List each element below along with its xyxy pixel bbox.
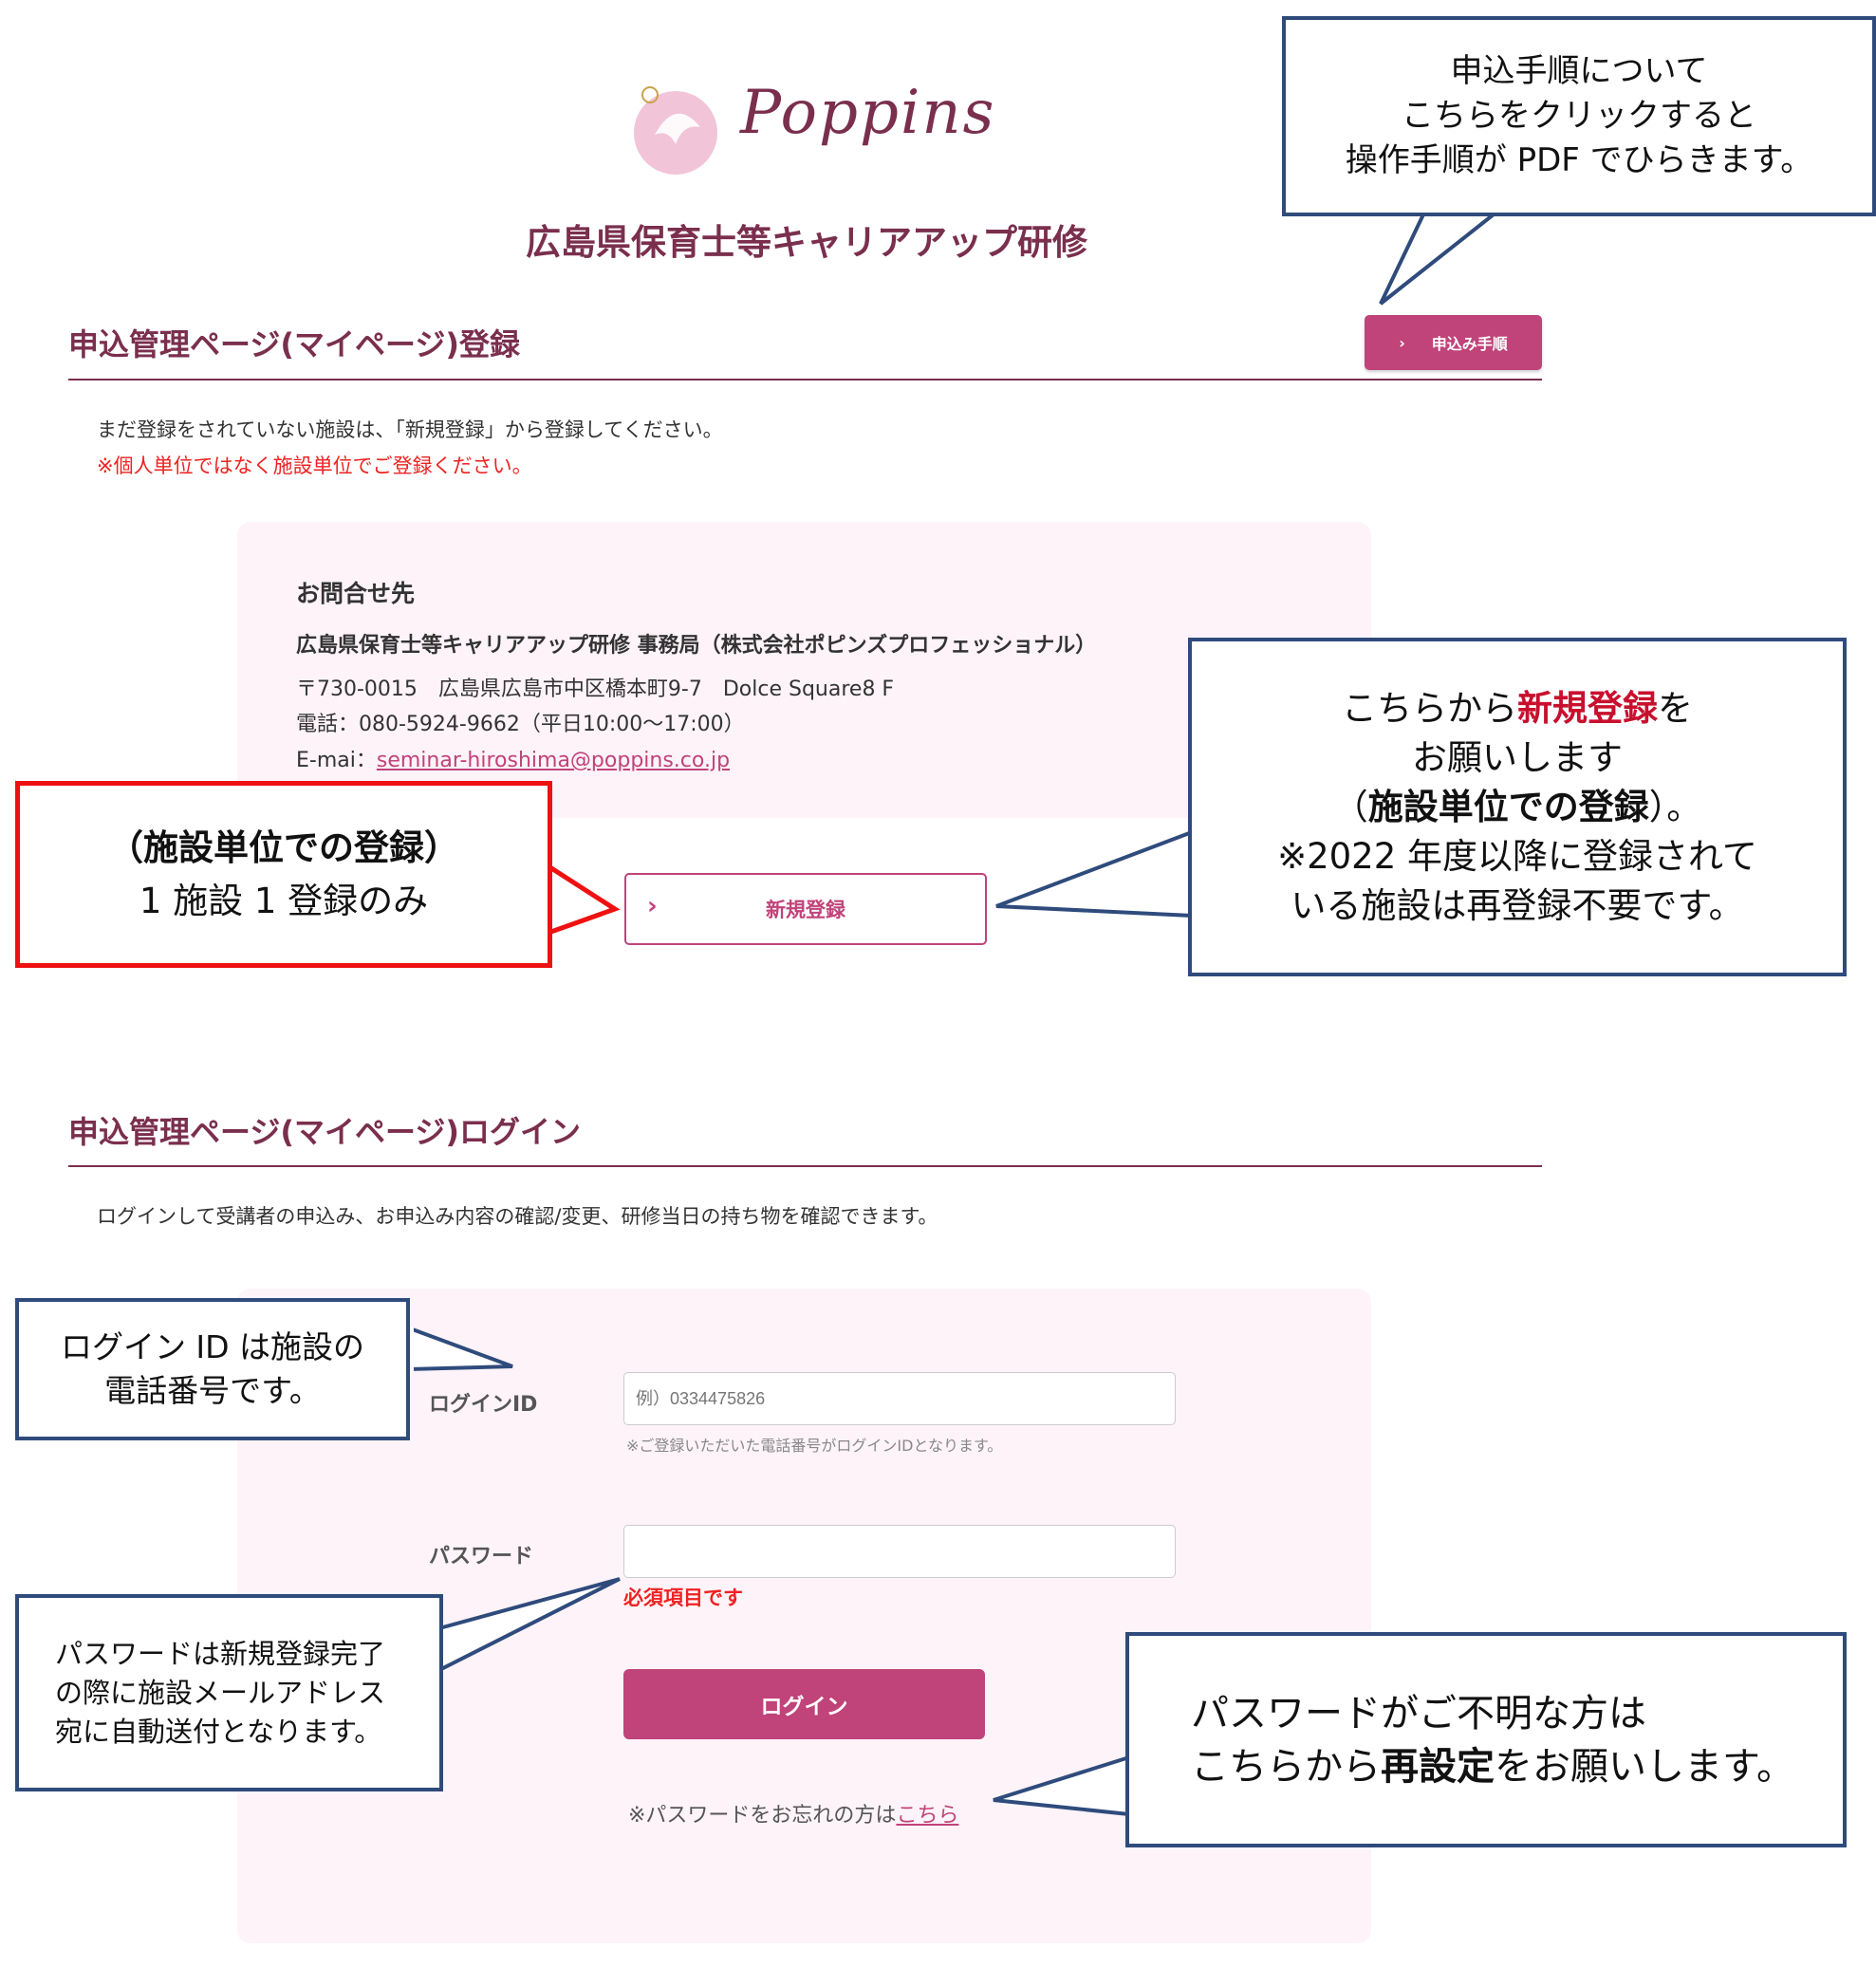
login-note: ログインして受講者の申込み、お申込み内容の確認/変更、研修当日の持ち物を確認でき… [97, 1205, 938, 1228]
reset-callout-line-2: こちらから再設定をお願いします。 [1191, 1740, 1794, 1793]
password-input[interactable] [623, 1525, 1176, 1578]
new-callout-emphasis: 施設単位での登録 [1367, 786, 1649, 827]
password-callout: パスワードは新規登録完了 の際に施設メールアドレス 宛に自動送付となります。 [15, 1594, 443, 1791]
login-id-label: ログインID [429, 1393, 538, 1417]
register-heading: 申込管理ページ(マイページ)登録 [68, 326, 520, 362]
register-divider [68, 379, 1542, 380]
site-title: 広島県保育士等キャリアアップ研修 [526, 222, 1087, 263]
procedure-callout-tail [1379, 213, 1499, 306]
unit-callout: （施設単位での登録） 1 施設 1 登録のみ [15, 781, 552, 968]
login-id-callout-line: 電話番号です。 [104, 1372, 321, 1409]
procedure-button[interactable]: › 申込み手順 [1365, 315, 1542, 370]
reset-callout-line-1: パスワードがご不明な方は [1191, 1691, 1646, 1735]
forgot-password-link[interactable]: こちら [896, 1804, 959, 1828]
unit-callout-tail [546, 862, 621, 937]
password-required-error: 必須項目です [623, 1587, 743, 1609]
register-warning: ※個人単位ではなく施設単位でご登録ください。 [97, 455, 532, 477]
forgot-password-row: ※パスワードをお忘れの方はこちら [628, 1798, 958, 1828]
new-registration-button[interactable]: › 新規登録 [624, 873, 987, 945]
password-callout-tail [437, 1577, 621, 1674]
new-callout-tail [995, 829, 1194, 919]
new-callout-highlight: 新規登録 [1517, 687, 1658, 729]
contact-org: 広島県保育士等キャリアアップ研修 事務局（株式会社ポピンズプロフェッショナル） [296, 634, 1097, 658]
login-button[interactable]: ログイン [623, 1669, 985, 1739]
contact-email-link[interactable]: seminar-hiroshima@poppins.co.jp [376, 749, 731, 772]
reset-callout-emphasis: 再設定 [1381, 1744, 1495, 1789]
logo-wordmark: Poppins [740, 78, 996, 148]
procedure-callout: 申込手順について こちらをクリックすると 操作手順が PDF でひらきます。 [1282, 16, 1876, 216]
chevron-right-icon: › [647, 892, 658, 920]
login-id-callout-line: ログイン ID は施設の [60, 1328, 365, 1365]
new-registration-callout: こちらから新規登録を お願いします （施設単位での登録）。 ※2022 年度以降… [1188, 638, 1847, 976]
new-callout-text: こちらから [1342, 687, 1517, 729]
new-callout-line-4: ※2022 年度以降に登録されて [1277, 835, 1757, 877]
contact-title: お問合せ先 [296, 580, 416, 607]
poppins-logo: Poppins [626, 78, 994, 182]
password-callout-line: 宛に自動送付となります。 [55, 1715, 382, 1748]
angel-logo-icon [634, 86, 717, 175]
reset-callout-text: こちらから [1191, 1744, 1381, 1789]
contact-email-row: E-mai：seminar-hiroshima@poppins.co.jp [296, 743, 730, 773]
new-callout-line-1: こちらから新規登録を [1342, 684, 1693, 733]
login-divider [68, 1165, 1542, 1167]
chevron-right-icon: › [1399, 333, 1405, 352]
new-callout-text: （ [1332, 786, 1368, 827]
procedure-callout-line: 操作手順が PDF でひらきます。 [1345, 141, 1813, 179]
login-heading: 申込管理ページ(マイページ)ログイン [68, 1114, 581, 1150]
contact-address: 〒730-0015 広島県広島市中区橋本町9-7 Dolce Square8 F [296, 677, 895, 701]
contact-card [237, 522, 1371, 818]
procedure-button-label: 申込み手順 [1431, 335, 1508, 353]
new-callout-line-5: いる施設は再登録不要です。 [1291, 884, 1744, 926]
login-id-callout-tail [408, 1326, 513, 1372]
login-id-input[interactable] [623, 1372, 1176, 1425]
reset-callout: パスワードがご不明な方は こちらから再設定をお願いします。 [1125, 1632, 1847, 1847]
new-registration-label: 新規登録 [766, 899, 845, 921]
new-callout-line-2: お願いします [1412, 736, 1623, 778]
new-callout-text: ）。 [1648, 786, 1702, 827]
forgot-password-text: ※パスワードをお忘れの方は [628, 1804, 897, 1828]
password-label: パスワード [429, 1545, 534, 1568]
procedure-callout-line: こちらをクリックすると [1402, 97, 1756, 135]
contact-email-label: E-mai： [296, 749, 377, 772]
procedure-callout-line: 申込手順について [1450, 52, 1708, 90]
reset-callout-text: をお願いします。 [1495, 1744, 1794, 1789]
register-note: まだ登録をされていない施設は、「新規登録」から登録してください。 [97, 418, 723, 441]
contact-phone: 電話：080-5924-9662（平日10:00〜17:00） [296, 713, 745, 736]
password-callout-line: の際に施設メールアドレス [55, 1676, 386, 1709]
unit-callout-line: 1 施設 1 登録のみ [139, 880, 429, 921]
reset-callout-tail [993, 1754, 1131, 1817]
login-id-hint: ※ご登録いただいた電話番号がログインIDとなります。 [626, 1437, 1003, 1455]
unit-callout-line: （施設単位での登録） [108, 826, 459, 868]
password-callout-line: パスワードは新規登録完了 [55, 1637, 386, 1670]
login-id-callout: ログイン ID は施設の 電話番号です。 [15, 1298, 410, 1440]
new-callout-line-3: （施設単位での登録）。 [1333, 783, 1702, 832]
new-callout-text: を [1658, 687, 1693, 729]
